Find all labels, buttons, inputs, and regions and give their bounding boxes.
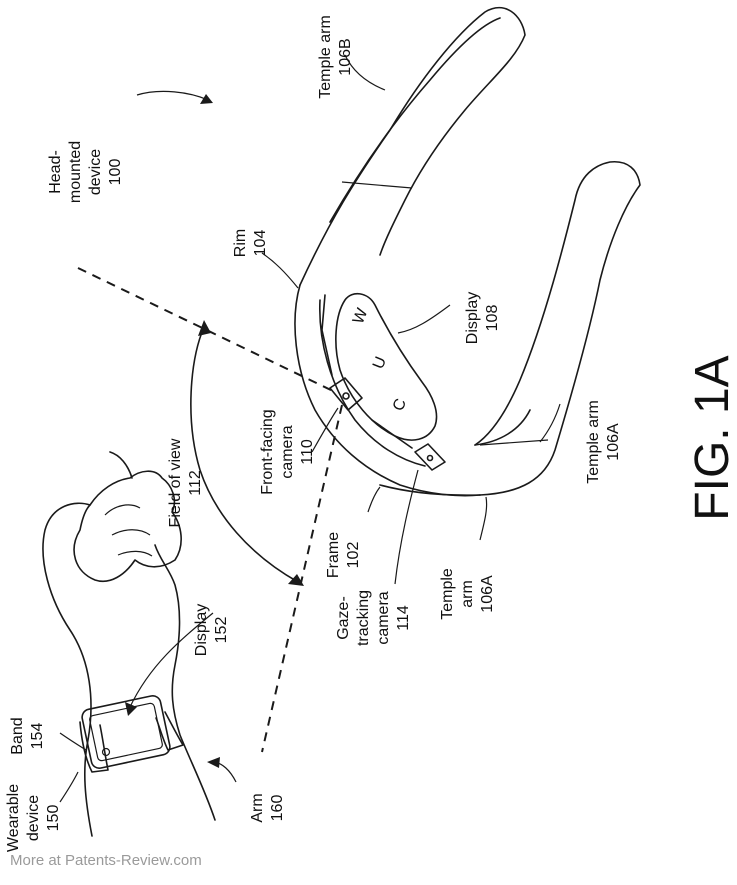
svg-text:Front-facing: Front-facing bbox=[259, 409, 276, 494]
label-band-154: Band 154 bbox=[9, 717, 46, 754]
label-head-mounted-device: Head- mounted device 100 bbox=[47, 141, 124, 203]
band-154 bbox=[79, 721, 109, 773]
display-letter-u: U bbox=[370, 354, 390, 371]
svg-text:100: 100 bbox=[107, 159, 124, 186]
label-temple-arm-106a-bottom: Temple arm 106A bbox=[439, 568, 496, 620]
svg-text:160: 160 bbox=[269, 795, 286, 822]
label-wearable-device-150: Wearable device 150 bbox=[5, 784, 62, 852]
label-temple-arm-106a-right: Temple arm 106A bbox=[585, 400, 622, 484]
svg-text:device: device bbox=[87, 149, 104, 195]
field-of-view-lines bbox=[77, 267, 343, 753]
display-letter-w: W bbox=[350, 305, 372, 326]
svg-text:Temple: Temple bbox=[439, 568, 456, 620]
svg-text:Frame: Frame bbox=[325, 532, 342, 578]
svg-text:camera: camera bbox=[375, 591, 392, 644]
svg-text:110: 110 bbox=[299, 439, 316, 465]
svg-text:mounted: mounted bbox=[67, 141, 84, 203]
front-facing-camera-110 bbox=[329, 377, 363, 411]
label-front-facing-camera-110: Front-facing camera 110 bbox=[259, 409, 316, 494]
watermark-text: More at Patents-Review.com bbox=[10, 852, 202, 869]
svg-text:Display: Display bbox=[193, 604, 210, 656]
field-of-view-arc bbox=[190, 326, 299, 583]
label-arm-160: Arm 160 bbox=[249, 793, 286, 822]
label-gaze-tracking-camera-114: Gaze- tracking camera 114 bbox=[335, 590, 412, 646]
svg-text:Display: Display bbox=[464, 292, 481, 344]
leader-lines bbox=[59, 54, 561, 803]
svg-text:106A: 106A bbox=[479, 575, 496, 613]
svg-text:Head-: Head- bbox=[47, 150, 64, 194]
svg-text:Field of view: Field of view bbox=[167, 438, 184, 527]
figure-caption: FIG. 1A bbox=[686, 355, 737, 520]
svg-text:106B: 106B bbox=[337, 38, 354, 75]
label-frame-102: Frame 102 bbox=[325, 532, 362, 578]
svg-text:tracking: tracking bbox=[355, 590, 372, 646]
hand-drawing bbox=[73, 470, 182, 582]
svg-text:Gaze-: Gaze- bbox=[335, 596, 352, 640]
svg-text:154: 154 bbox=[29, 723, 46, 750]
display-108 bbox=[335, 292, 438, 441]
svg-text:106A: 106A bbox=[605, 423, 622, 461]
temple-arm-106a bbox=[474, 160, 641, 496]
svg-text:102: 102 bbox=[345, 542, 362, 569]
label-display-152: Display 152 bbox=[193, 604, 230, 656]
svg-text:Band: Band bbox=[9, 717, 26, 754]
wearable-display-152 bbox=[81, 695, 171, 769]
svg-text:Arm: Arm bbox=[249, 793, 266, 822]
svg-text:114: 114 bbox=[395, 605, 412, 631]
wearable-device-drawing bbox=[42, 451, 216, 837]
display-letter-c: C bbox=[390, 396, 410, 413]
label-rim-104: Rim 104 bbox=[232, 229, 269, 257]
label-display-108: Display 108 bbox=[464, 292, 501, 344]
label-field-of-view-112: Field of view 112 bbox=[167, 438, 204, 527]
svg-text:104: 104 bbox=[252, 230, 269, 257]
svg-text:Temple arm: Temple arm bbox=[317, 15, 334, 99]
svg-text:150: 150 bbox=[45, 805, 62, 832]
svg-text:112: 112 bbox=[187, 470, 204, 496]
svg-text:152: 152 bbox=[213, 617, 230, 644]
gaze-tracking-camera-114 bbox=[414, 443, 446, 471]
svg-text:arm: arm bbox=[459, 580, 476, 608]
arm-160 bbox=[42, 502, 93, 837]
svg-text:device: device bbox=[25, 795, 42, 841]
label-temple-arm-106b: Temple arm 106B bbox=[317, 15, 354, 99]
svg-text:108: 108 bbox=[484, 305, 501, 332]
svg-text:camera: camera bbox=[279, 425, 296, 478]
svg-text:Rim: Rim bbox=[232, 229, 249, 257]
svg-text:Wearable: Wearable bbox=[5, 784, 22, 852]
svg-text:Temple arm: Temple arm bbox=[585, 400, 602, 484]
